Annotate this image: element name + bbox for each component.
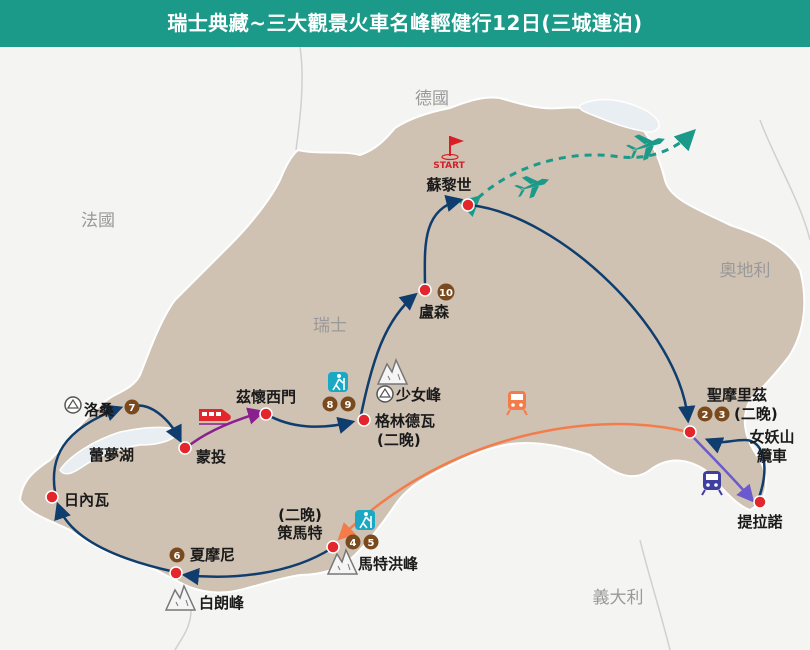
- svg-text:9: 9: [345, 400, 352, 411]
- route-interlaken-grindelwald: [265, 412, 356, 434]
- start-label: START: [433, 161, 465, 171]
- city-marker-stmoritz[interactable]: [683, 425, 697, 439]
- peak-label-bernina-cablecar: 纜車: [757, 447, 787, 465]
- country-label-italy: 義大利: [593, 588, 644, 608]
- peak-label-bernina: 女妖山: [749, 428, 794, 446]
- flight-path: [458, 129, 696, 218]
- day-badge: 6: [169, 547, 185, 563]
- city-label-grindelwald: 格林德瓦: [375, 412, 435, 430]
- city-label-zermatt-note: (二晚): [278, 506, 322, 524]
- peak-label-matterhorn: 馬特洪峰: [358, 555, 419, 573]
- route-tirano-stmoritz: [704, 437, 766, 501]
- route-grindelwald-lucerne: [358, 292, 418, 421]
- svg-text:8: 8: [327, 400, 334, 411]
- city-label-geneva: 日內瓦: [64, 491, 109, 509]
- day-badge: 3: [714, 406, 730, 422]
- city-marker-interlaken[interactable]: [259, 407, 273, 421]
- route-geneva-lausanne: [52, 404, 124, 493]
- mountain-icon: [326, 547, 359, 575]
- start-flag-icon: [441, 136, 464, 161]
- switzerland-map: 德國 法國 奧地利 瑞士 義大利: [0, 47, 810, 650]
- country-label-austria: 奧地利: [720, 261, 771, 281]
- country-label-france: 法國: [81, 211, 115, 231]
- hiking-icon: [355, 510, 375, 530]
- border-line: [759, 119, 810, 241]
- svg-text:10: 10: [439, 288, 453, 299]
- peak-label-jungfrau: 少女峰: [395, 386, 442, 404]
- city-marker-chamonix[interactable]: [169, 566, 183, 580]
- glacier-express-route: [337, 422, 689, 541]
- svg-text:7: 7: [129, 403, 136, 414]
- svg-text:4: 4: [350, 538, 357, 549]
- city-label-zermatt: 策馬特: [276, 524, 322, 542]
- country-label-switzerland: 瑞士: [313, 316, 347, 336]
- city-label-lucerne: 盧森: [419, 303, 450, 321]
- svg-text:3: 3: [719, 410, 726, 421]
- bernina-express-route: [693, 437, 755, 503]
- panorama-train-icon: [199, 409, 231, 425]
- city-marker-zurich[interactable]: [461, 198, 475, 212]
- city-label-zurich: 蘇黎世: [425, 176, 471, 194]
- svg-text:2: 2: [702, 410, 709, 421]
- city-label-montreux: 蒙投: [196, 448, 226, 466]
- city-marker-zermatt[interactable]: [326, 540, 340, 554]
- city-label-lausanne: 洛桑: [84, 401, 115, 419]
- route-lucerne-zurich: [423, 194, 464, 291]
- city-label-tirano: 提拉諾: [737, 513, 782, 531]
- city-marker-montreux[interactable]: [178, 441, 192, 455]
- route-zermatt-chamonix: [181, 546, 333, 586]
- border-line: [639, 539, 671, 650]
- lake-label-geneva: 蕾夢湖: [89, 446, 134, 464]
- country-label-germany: 德國: [415, 89, 449, 109]
- day-badge: 5: [363, 534, 379, 550]
- peak-label-montblanc: 白朗峰: [199, 594, 245, 612]
- tour-route: [52, 194, 766, 586]
- city-label-grindelwald-note: (二晚): [377, 431, 421, 449]
- golden-pass-route: [185, 407, 266, 449]
- day-badge: 4: [345, 534, 361, 550]
- hiking-icon: [328, 372, 348, 392]
- route-zurich-stmoritz: [469, 203, 696, 424]
- day-badge: 8: [322, 396, 338, 412]
- airplane-icon: [514, 176, 550, 199]
- mountain-icon: [164, 583, 197, 611]
- day-badges: 7 10 8 9 4 5 6 2 3: [124, 283, 730, 563]
- day-badge: 9: [340, 396, 356, 412]
- world-heritage-icon: [376, 385, 394, 403]
- bernina-train-icon: [701, 471, 723, 496]
- border-line: [295, 47, 303, 151]
- city-marker-geneva[interactable]: [45, 490, 59, 504]
- svg-text:5: 5: [368, 538, 375, 549]
- city-label-stmoritz: 聖摩里茲: [707, 386, 767, 404]
- city-marker-tirano[interactable]: [753, 495, 767, 509]
- city-label-stmoritz-note: (二晚): [734, 405, 778, 423]
- day-badge: 7: [124, 399, 140, 415]
- city-label-interlaken: 茲懷西門: [236, 388, 296, 406]
- svg-text:6: 6: [174, 551, 181, 562]
- day-badge: 2: [697, 406, 713, 422]
- train-icon: [506, 391, 528, 416]
- city-marker-lucerne[interactable]: [418, 283, 432, 297]
- mountain-icon: [376, 357, 409, 385]
- world-heritage-icon: [64, 396, 82, 414]
- page-title: 瑞士典藏~三大觀景火車名峰輕健行12日(三城連泊): [0, 0, 810, 47]
- day-badge: 10: [437, 283, 455, 301]
- city-label-chamonix: 夏摩尼: [189, 546, 235, 564]
- city-marker-grindelwald[interactable]: [357, 413, 371, 427]
- route-chamonix-geneva: [54, 501, 176, 574]
- airplane-icon: [625, 134, 665, 161]
